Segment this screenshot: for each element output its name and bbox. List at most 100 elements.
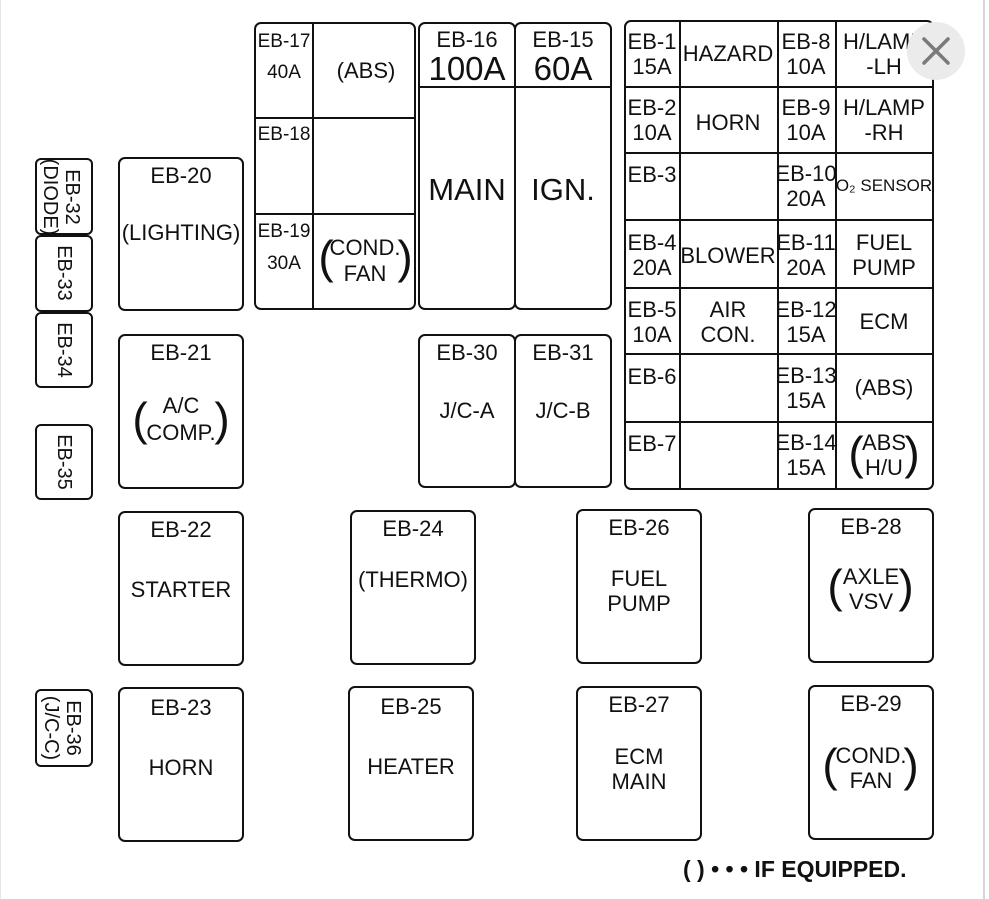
divider [777,20,779,490]
fuse-eb5-label-2: CON. [700,322,756,347]
divider [254,213,416,215]
relay-eb28-id: EB-28 [840,514,902,539]
fuse-eb5-label-1: AIR [709,297,747,322]
fuse-eb21-label-2: COMP. [146,420,216,445]
fuse-eb20-id: EB-20 [150,163,212,188]
fuse-eb33 [35,235,93,312]
fuse-eb14-label-1: ABS [861,430,907,455]
fuse-eb15 [514,22,612,310]
fuse-eb19-label-1: COND. [329,235,401,260]
fuse-eb14-amp: 15A [786,455,826,480]
fuse-eb1-label: HAZARD [682,41,774,66]
relay-eb23-label: HORN [148,755,214,780]
relay-eb26 [576,509,702,664]
fuse-eb35 [35,424,93,500]
fuse-eb16-amp: 100A [428,50,506,87]
fuse-eb11-amp: 20A [786,255,826,280]
paren-left: ( [848,427,864,479]
paren-right: ) [898,560,914,612]
relay-eb25-label: HEATER [367,754,455,779]
fuse-eb8-label-2: -LH [866,54,902,79]
fuse-eb9-id: EB-9 [781,95,831,120]
fuse-eb4-id: EB-4 [627,230,677,255]
fuse-eb10-label: O₂ SENSOR [835,176,933,195]
fuse-eb19-id: EB-19 [257,221,311,242]
paren-right: ) [904,427,920,479]
fuse-eb12-label: ECM [859,309,909,334]
fuse-eb1-id: EB-1 [627,29,677,54]
fuse-eb20 [118,157,244,311]
paren-left: ( [822,739,838,791]
fuse-eb21 [118,334,244,489]
fuse-eb9-label-2: -RH [864,120,904,145]
fuse-eb9-label-1: H/LAMP [843,95,925,120]
relay-eb25-id: EB-25 [380,694,442,719]
fuse-eb31-label: J/C-B [535,398,591,423]
fuse-eb21-id: EB-21 [150,340,212,365]
fuse-eb14-label-2: H/U [865,455,903,480]
close-button[interactable] [907,22,965,80]
relay-eb22-label: STARTER [130,577,232,602]
relay-eb29-label-1: COND. [835,743,907,768]
divider [624,287,934,289]
relay-eb28-label-2: VSV [848,589,894,614]
fuse-eb20-label: (LIGHTING) [121,220,241,245]
relay-eb27-id: EB-27 [608,692,670,717]
fuse-eb16-label: MAIN [428,172,506,207]
divider [835,20,837,490]
fuse-block-b [624,20,934,490]
fuse-eb2-amp: 10A [632,120,672,145]
fuse-eb30-label: J/C-A [439,398,495,423]
relay-eb24 [350,510,476,665]
relay-eb29-label-2: FAN [849,768,893,793]
fuse-eb9-amp: 10A [786,120,826,145]
fuse-eb1-amp: 15A [632,54,672,79]
relay-eb27 [576,686,702,841]
paren-right: ) [214,393,230,445]
fuse-eb17-label: (ABS) [336,58,396,83]
relay-eb22-id: EB-22 [150,517,212,542]
fuse-eb2-label: HORN [695,110,761,135]
relay-eb22 [118,511,244,666]
fuse-eb19-label-2: FAN [343,261,387,286]
fuse-eb11-label-2: PUMP [852,255,916,280]
paren-right: ) [397,231,413,283]
footnote-if-equipped: ( ) • • • IF EQUIPPED. [683,856,907,882]
fuse-eb32-label: (DIODE) [39,158,61,236]
relay-eb29-id: EB-29 [840,691,902,716]
fuse-eb36-id: EB-36 [62,700,84,756]
divider [624,421,934,423]
fuse-eb8-amp: 10A [786,54,826,79]
fuse-eb5-id: EB-5 [627,297,677,322]
fuse-eb36-label: (J/C-C) [40,695,62,761]
relay-eb26-label-1: FUEL [610,566,668,591]
fuse-eb36 [35,689,93,767]
relay-eb28 [808,508,934,663]
paren-right: ) [903,739,919,791]
fuse-eb12-id: EB-12 [775,297,837,322]
divider [624,219,934,221]
fuse-eb18-id: EB-18 [257,124,311,145]
fuse-eb13-amp: 15A [786,388,826,413]
fuse-block-a [254,22,416,310]
fuse-eb14-id: EB-14 [775,430,837,455]
relay-eb23-id: EB-23 [150,695,212,720]
divider [624,86,934,88]
fuse-eb30-id: EB-30 [436,340,498,365]
fuse-eb33-id: EB-33 [53,245,75,301]
relay-eb23 [118,687,244,842]
divider [418,86,612,88]
relay-eb24-id: EB-24 [382,516,444,541]
paren-left: ( [827,560,843,612]
paren-left: ( [318,231,334,283]
relay-eb26-id: EB-26 [608,515,670,540]
fuse-eb13-label: (ABS) [854,375,914,400]
fuse-eb32 [35,158,93,235]
fuse-eb34-id: EB-34 [53,322,75,378]
fuse-eb31-id: EB-31 [532,340,594,365]
fuse-eb34 [35,312,93,388]
fuse-eb5-amp: 10A [632,322,672,347]
relay-eb24-label: (THERMO) [358,567,468,592]
relay-eb27-label-2: MAIN [611,769,667,794]
